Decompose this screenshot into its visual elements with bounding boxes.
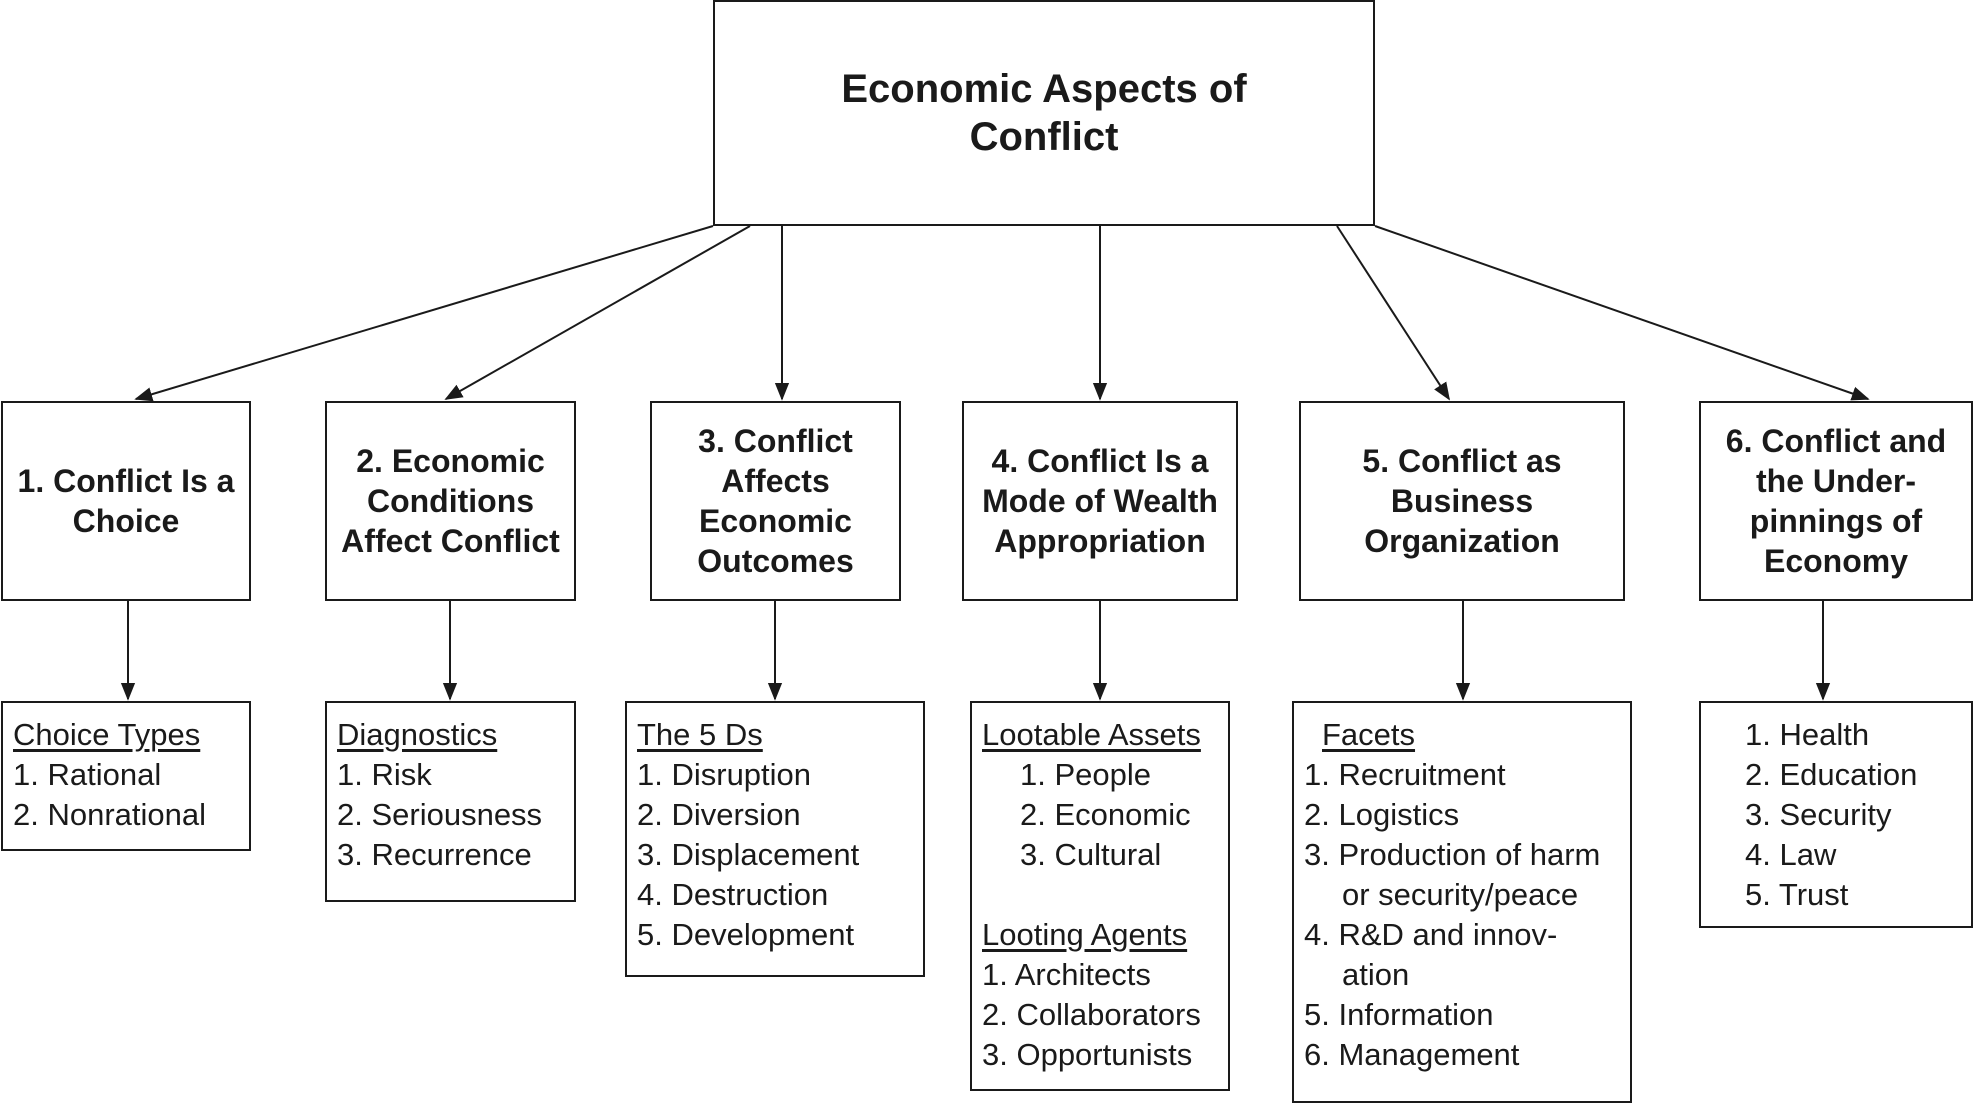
list-item: 3. Opportunists	[982, 1037, 1193, 1072]
list-item: 1. Disruption	[637, 757, 812, 792]
arrow-root-to-branch-5	[1336, 225, 1450, 401]
section-heading: Choice Types	[13, 717, 201, 752]
branch-6-node: 6. Conflict and the Under-pinnings of Ec…	[1699, 401, 1973, 601]
list-item: 2. Collaborators	[982, 997, 1201, 1032]
branch-1-node: 1. Conflict Is a Choice	[1, 401, 251, 601]
list-item: 4. Law	[1745, 837, 1837, 872]
arrow-root-to-branch-2	[444, 225, 751, 400]
branch-3-node: 3. Conflict Affects Economic Outcomes	[650, 401, 901, 601]
list-item: 2. Economic	[1020, 797, 1191, 832]
list-item: or security/peace	[1342, 877, 1579, 912]
list-item: 2. Diversion	[637, 797, 801, 832]
list-item: 1. People	[1020, 757, 1151, 792]
list-item: 2. Nonrational	[13, 797, 207, 832]
branch-2-node: 2. Economic Conditions Affect Conflict	[325, 401, 576, 601]
list-item: 1. Rational	[13, 757, 162, 792]
branch-4-node: 4. Conflict Is a Mode of Wealth Appropri…	[962, 401, 1238, 601]
section-heading: Facets	[1322, 717, 1416, 752]
list-item: 1. Recruitment	[1304, 757, 1506, 792]
branch-2-title: 2. Economic Conditions Affect Conflict	[341, 443, 560, 559]
list-item: 2. Education	[1745, 757, 1918, 792]
root-node: Economic Aspects of Conflict	[713, 0, 1375, 226]
branch-5-detail: Facets 1. Recruitment 2. Logistics 3. Pr…	[1292, 701, 1632, 1103]
list-item: 2. Seriousness	[337, 797, 543, 832]
arrow-root-to-branch-6	[1374, 225, 1870, 401]
branch-2-detail: Diagnostics 1. Risk 2. Seriousness 3. Re…	[325, 701, 576, 902]
branch-3-detail: The 5 Ds 1. Disruption 2. Diversion 3. D…	[625, 701, 925, 977]
list-item: 4. R&D and innov-	[1304, 917, 1558, 952]
branch-5-node: 5. Conflict as Business Organization	[1299, 401, 1625, 601]
branch-1-title: 1. Conflict Is a Choice	[17, 463, 235, 539]
list-item: 4. Destruction	[637, 877, 829, 912]
list-item: 5. Development	[637, 917, 855, 952]
section-heading: The 5 Ds	[637, 717, 763, 752]
list-item: 2. Logistics	[1304, 797, 1460, 832]
branch-1-detail: Choice Types 1. Rational 2. Nonrational	[1, 701, 251, 851]
branch-6-title: 6. Conflict and the Under-pinnings of Ec…	[1725, 423, 1947, 579]
section-heading: Lootable Assets	[982, 717, 1201, 752]
section-heading: Diagnostics	[337, 717, 498, 752]
list-item: 3. Recurrence	[337, 837, 532, 872]
list-item: 3. Cultural	[1020, 837, 1162, 872]
list-item: 5. Information	[1304, 997, 1494, 1032]
list-item: 1. Health	[1745, 717, 1870, 752]
arrow-root-to-branch-1	[134, 225, 714, 402]
list-item: 5. Trust	[1745, 877, 1849, 912]
list-item: 6. Management	[1304, 1037, 1520, 1072]
root-title: Economic Aspects of Conflict	[841, 67, 1247, 159]
section-spacer	[982, 875, 1218, 915]
branch-4-detail: Lootable Assets 1. People 2. Economic 3.…	[970, 701, 1230, 1091]
list-item: 1. Architects	[982, 957, 1151, 992]
list-item: 3. Security	[1745, 797, 1892, 832]
list-item: ation	[1342, 957, 1410, 992]
branch-5-title: 5. Conflict as Business Organization	[1362, 443, 1562, 559]
list-item: 3. Production of harm	[1304, 837, 1601, 872]
list-item: 3. Displacement	[637, 837, 860, 872]
branch-4-title: 4. Conflict Is a Mode of Wealth Appropri…	[982, 443, 1218, 559]
section-heading: Looting Agents	[982, 917, 1188, 952]
list-item: 1. Risk	[337, 757, 432, 792]
branch-6-detail: 1. Health 2. Education 3. Security 4. La…	[1699, 701, 1973, 928]
branch-3-title: 3. Conflict Affects Economic Outcomes	[697, 423, 854, 579]
